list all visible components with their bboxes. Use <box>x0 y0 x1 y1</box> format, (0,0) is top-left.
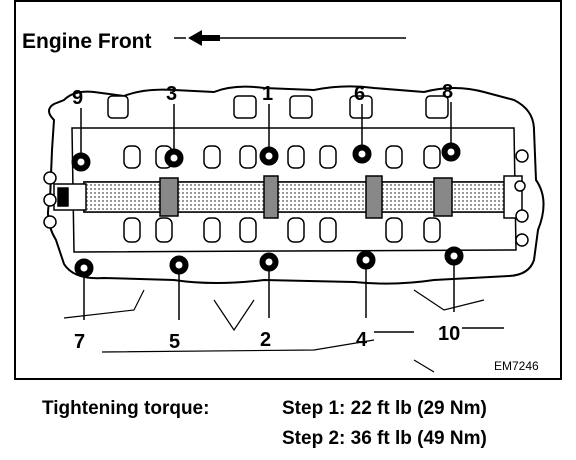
camshaft <box>53 175 526 219</box>
bolt-label-1: 1 <box>262 83 273 105</box>
figure-code: EM7246 <box>494 359 539 373</box>
torque-step2: Step 2: 36 ft lb (49 Nm) <box>282 428 487 449</box>
front-arrow-icon <box>174 30 406 46</box>
top-bosses <box>107 95 449 119</box>
torque-label: Tightening torque: <box>42 398 210 419</box>
cylinder-head-diagram: Engine Front <box>14 0 562 380</box>
bolt-label-7: 7 <box>74 331 85 353</box>
head-bolts <box>71 142 464 278</box>
leader-lines <box>80 102 504 333</box>
manifold-sketch <box>63 289 485 373</box>
bolt-label-3: 3 <box>166 83 177 105</box>
bolt-label-4: 4 <box>356 329 368 351</box>
bolt-label-9: 9 <box>72 87 83 109</box>
bolt-label-5: 5 <box>169 331 180 353</box>
engine-front-label: Engine Front <box>22 30 152 53</box>
torque-step1: Step 1: 22 ft lb (29 Nm) <box>282 398 487 419</box>
bolt-label-10: 10 <box>438 323 460 345</box>
bolt-label-8: 8 <box>442 81 453 103</box>
bolt-label-6: 6 <box>354 83 365 105</box>
bolt-number-labels: 9 3 1 6 8 7 5 2 4 10 <box>72 81 460 353</box>
side-studs <box>43 149 529 247</box>
bolt-label-2: 2 <box>260 329 271 351</box>
